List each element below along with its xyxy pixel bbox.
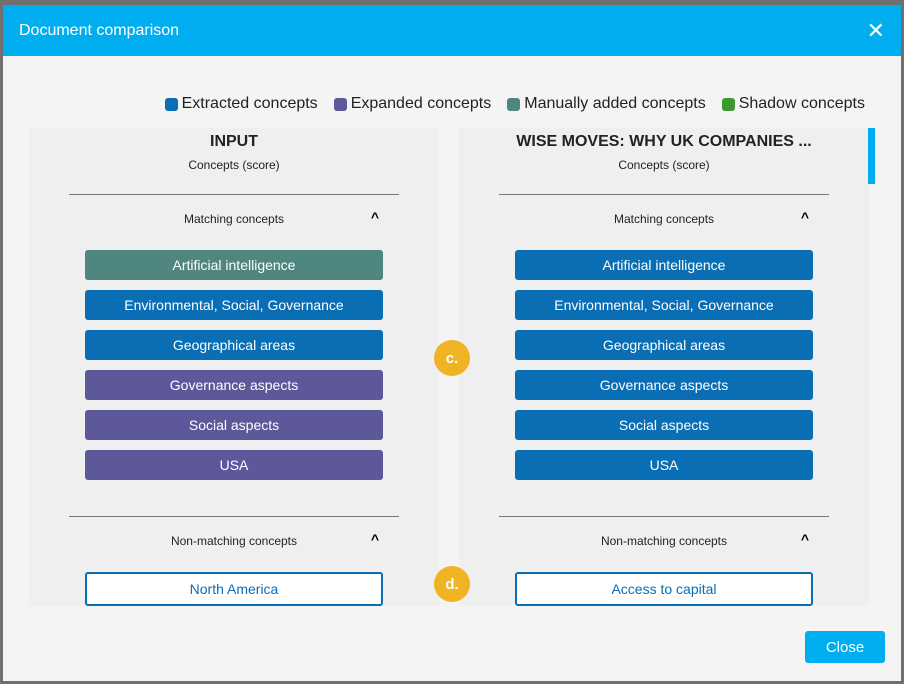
- matching-section-header[interactable]: Matching concepts ^: [69, 194, 399, 250]
- legend-item: Shadow concepts: [721, 95, 865, 113]
- concept-chip[interactable]: Social aspects: [515, 410, 813, 440]
- legend-item: Manually added concepts: [507, 95, 706, 113]
- legend-label: Shadow concepts: [738, 95, 865, 112]
- concept-chip[interactable]: Artificial intelligence: [85, 250, 383, 280]
- concept-chip[interactable]: Geographical areas: [85, 330, 383, 360]
- close-icon[interactable]: ✕: [866, 17, 885, 43]
- concept-chip[interactable]: Social aspects: [85, 410, 383, 440]
- concept-chip[interactable]: Artificial intelligence: [515, 250, 813, 280]
- concept-panel: WISE MOVES: WHY UK COMPANIES ... Concept…: [459, 128, 869, 606]
- dialog-title: Document comparison: [19, 21, 180, 39]
- section-label: Matching concepts: [183, 212, 285, 226]
- section-label: Non-matching concepts: [170, 534, 298, 548]
- concept-panel: INPUT Concepts (score) Matching concepts…: [29, 128, 439, 606]
- chevron-up-icon[interactable]: ^: [370, 209, 379, 225]
- legend-swatch: [333, 97, 347, 111]
- chevron-up-icon[interactable]: ^: [800, 531, 809, 547]
- legend-swatch: [507, 97, 521, 111]
- legend-label: Expanded concepts: [350, 95, 492, 112]
- nonmatching-section-header[interactable]: Non-matching concepts ^: [499, 516, 829, 572]
- close-button[interactable]: Close: [805, 631, 885, 663]
- annotation-badge-c: c.: [434, 340, 470, 376]
- concept-chip[interactable]: North America: [85, 572, 383, 606]
- matching-section-header[interactable]: Matching concepts ^: [499, 194, 829, 250]
- annotation-badge-d: d.: [434, 566, 470, 602]
- concept-chip[interactable]: Environmental, Social, Governance: [515, 290, 813, 320]
- legend-label: Extracted concepts: [181, 95, 318, 112]
- concept-chip[interactable]: USA: [85, 450, 383, 480]
- concept-chip[interactable]: Environmental, Social, Governance: [85, 290, 383, 320]
- scrollbar-thumb[interactable]: [868, 128, 875, 184]
- legend-item: Expanded concepts: [333, 95, 492, 113]
- concept-chip[interactable]: Governance aspects: [85, 370, 383, 400]
- legend-label: Manually added concepts: [524, 95, 706, 112]
- panel-title: WISE MOVES: WHY UK COMPANIES ...: [516, 133, 812, 150]
- legend-item: Extracted concepts: [164, 95, 318, 113]
- panel-subtitle: Concepts (score): [188, 158, 280, 172]
- concept-chip[interactable]: Geographical areas: [515, 330, 813, 360]
- concept-chip[interactable]: Access to capital: [515, 572, 813, 606]
- panel-title: INPUT: [210, 133, 258, 150]
- legend-swatch: [164, 97, 178, 111]
- panel-subtitle: Concepts (score): [618, 158, 710, 172]
- chevron-up-icon[interactable]: ^: [370, 531, 379, 547]
- chevron-up-icon[interactable]: ^: [800, 209, 809, 225]
- concept-chip[interactable]: USA: [515, 450, 813, 480]
- document-comparison-dialog: Document comparison ✕ Extracted concepts…: [3, 5, 901, 681]
- legend-swatch: [721, 97, 735, 111]
- section-label: Non-matching concepts: [600, 534, 728, 548]
- dialog-header: Document comparison ✕: [3, 5, 901, 56]
- section-label: Matching concepts: [613, 212, 715, 226]
- concept-chip[interactable]: Governance aspects: [515, 370, 813, 400]
- legend: Extracted concepts Expanded concepts Manua…: [164, 95, 865, 113]
- nonmatching-section-header[interactable]: Non-matching concepts ^: [69, 516, 399, 572]
